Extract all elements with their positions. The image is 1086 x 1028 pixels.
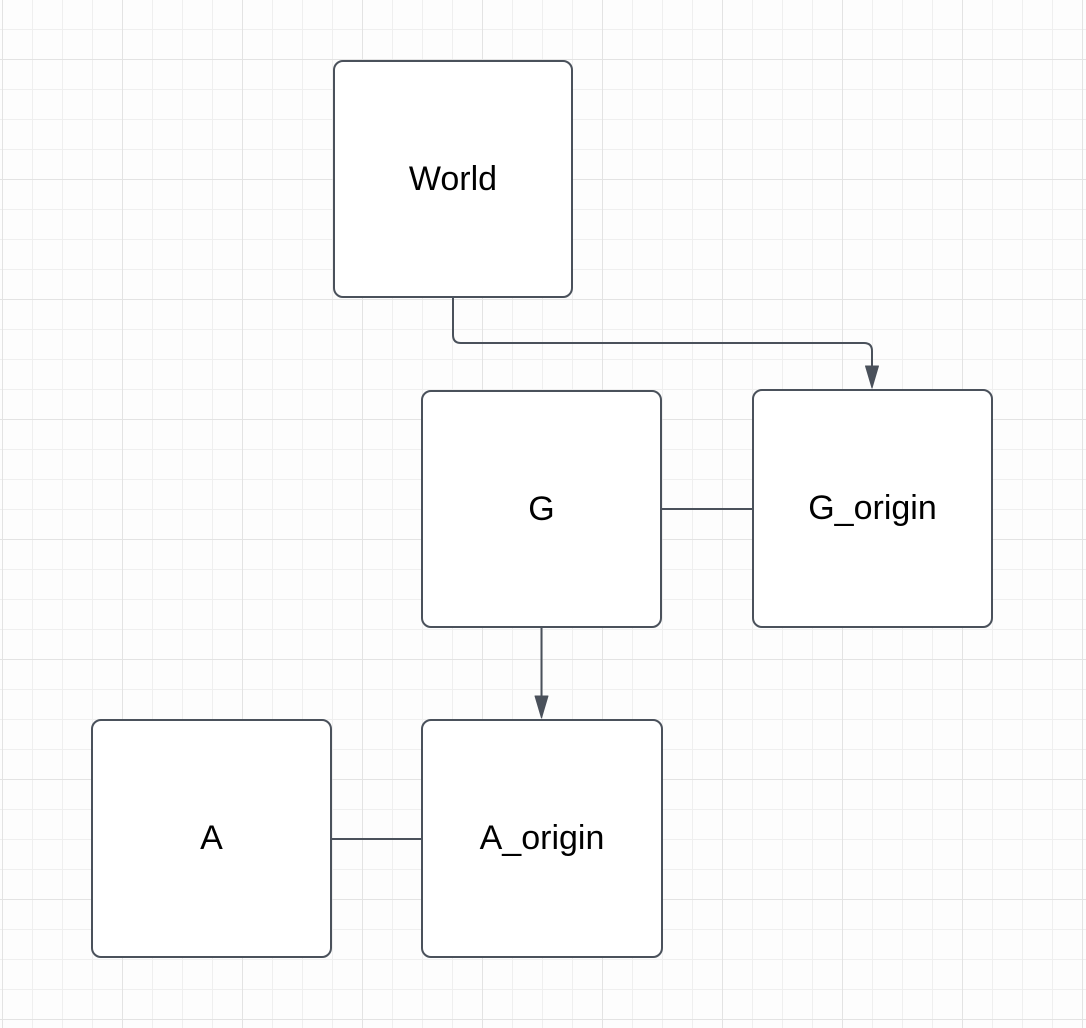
node-a-origin-label: A_origin	[479, 819, 605, 857]
edge-world-to-g-origin-path[interactable]	[452, 298, 873, 367]
node-g-origin-label: G_origin	[808, 489, 937, 527]
arrowhead-icon	[534, 695, 549, 719]
arrowhead-icon	[865, 365, 879, 389]
node-g[interactable]: G	[421, 390, 662, 628]
node-world-label: World	[408, 159, 498, 198]
node-a-origin[interactable]: A_origin	[421, 719, 663, 958]
node-g-label: G	[528, 489, 555, 528]
edge-g-to-a-origin[interactable]	[534, 628, 549, 719]
node-g-origin[interactable]: G_origin	[752, 389, 993, 628]
node-world[interactable]: World	[333, 60, 573, 298]
node-a-label: A	[200, 819, 223, 857]
node-a[interactable]: A	[91, 719, 332, 958]
edge-world-to-g-origin[interactable]	[452, 298, 879, 389]
